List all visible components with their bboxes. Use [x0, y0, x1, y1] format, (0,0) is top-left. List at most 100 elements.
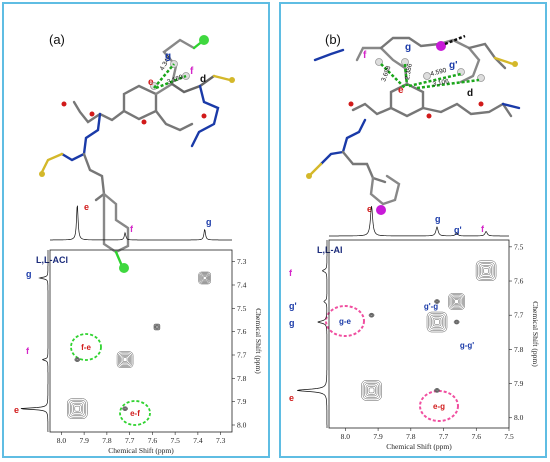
projection-spectrum-top — [329, 205, 509, 237]
contour-ring — [116, 351, 134, 368]
contour-ring — [361, 380, 382, 401]
y-tick-label: 7.9 — [237, 397, 247, 406]
contour-ring — [155, 325, 159, 329]
left-label-f-b: f — [289, 268, 293, 278]
diagonal-peak-1 — [116, 351, 134, 368]
contour-ring — [368, 387, 375, 394]
spectrum-1d-label-g-b: g — [435, 214, 441, 224]
contour-ring — [369, 313, 374, 317]
y-tick-label: 7.6 — [514, 277, 524, 286]
x-tick-label: 7.6 — [472, 432, 482, 441]
contour-ring — [431, 316, 443, 328]
contour-ring — [428, 313, 446, 331]
contour-ring — [434, 388, 440, 393]
x-tick-label: 7.6 — [148, 436, 158, 445]
projection-spectrum-left — [297, 240, 328, 428]
contour-ring — [435, 389, 439, 392]
contour-ring — [202, 276, 207, 280]
panel-label-b: (b) — [325, 32, 341, 47]
distance-label-b4: 3.106 — [432, 78, 450, 88]
diagonal-peak-0 — [67, 398, 88, 419]
contour-ring — [199, 272, 211, 284]
plot-frame — [49, 249, 233, 433]
y-tick-label: 7.6 — [237, 327, 247, 336]
contour-ring — [434, 388, 440, 393]
x-tick-label: 8.0 — [341, 432, 351, 441]
spectrum-1d-label-g: g — [206, 217, 212, 227]
panel-a: (a) — [2, 2, 270, 458]
contour-ring — [74, 405, 81, 412]
contour-ring — [71, 402, 84, 415]
spectrum-1d-label-f-b: f — [481, 224, 485, 234]
contour-ring — [123, 406, 128, 411]
y-axis-title: Chemical Shift (ppm) — [254, 308, 263, 374]
contour-ring — [75, 357, 80, 362]
contour-ring — [122, 406, 128, 411]
contour-ring — [454, 299, 459, 304]
contour-ring — [478, 263, 494, 279]
diagonal-peak-2 — [448, 293, 465, 310]
contour-ring — [455, 320, 458, 324]
atom-label-e-b: e — [398, 85, 404, 96]
contour-ring — [481, 266, 491, 276]
contour-ring — [480, 265, 492, 277]
cross-peak-g-gp — [453, 319, 460, 325]
contour-ring — [76, 358, 79, 361]
panel-b-figure: 3.698 2.386 4.590 3.106 g f e g' d e g g… — [289, 34, 540, 451]
contour-ring — [155, 326, 158, 328]
x-axis-title: Chemical Shift (ppm) — [386, 442, 452, 451]
contour-ring — [434, 388, 440, 393]
contour-ring — [436, 300, 438, 303]
atom-label-d-b: d — [467, 88, 473, 99]
contour-ring — [124, 407, 126, 410]
molecule-structure-b — [306, 36, 521, 215]
panel-a-figure: 4.348 3.189 g e f d e f g L,L-ACl g f e … — [14, 35, 263, 455]
y-tick-label: 7.8 — [514, 345, 524, 354]
y-tick-label: 7.7 — [514, 311, 524, 320]
contour-ring — [154, 324, 160, 330]
diagonal-peak-1 — [426, 311, 448, 333]
x-tick-label: 8.0 — [57, 436, 67, 445]
contour-ring — [434, 299, 440, 304]
x-tick-label: 7.8 — [406, 432, 416, 441]
contour-ring — [154, 324, 160, 330]
left-label-g-b: g — [289, 318, 295, 328]
contour-ring — [67, 398, 88, 419]
diagonal-peak-3 — [153, 323, 161, 331]
spectrum-1d-label-e: e — [84, 202, 89, 212]
contour-ring — [74, 357, 81, 362]
diagonal-peak-0 — [361, 380, 382, 401]
x-tick-label: 7.7 — [125, 436, 135, 445]
hbond-dashes-b1 — [380, 63, 406, 89]
contour-ring — [449, 294, 464, 309]
cross-peak-annotation-e-f: e-f — [130, 409, 140, 418]
contour-ring — [370, 314, 373, 317]
contour-ring — [448, 293, 465, 310]
compound-id-b: AI — [334, 245, 343, 255]
cross-peak-circle-f-e — [70, 333, 102, 361]
contour-ring — [369, 313, 374, 317]
spectrum-1d-label-g-prime-b: g' — [454, 225, 462, 235]
contour-ring — [123, 407, 127, 411]
compound-name-a: L,L-ACl — [36, 255, 68, 265]
contour-ring — [368, 312, 375, 318]
contour-ring — [153, 323, 161, 331]
left-label-e: e — [14, 405, 19, 415]
molecule-structure-a — [39, 35, 235, 273]
contour-ring — [362, 381, 381, 400]
contour-ring — [435, 389, 439, 392]
cross-peak-annotation-g-e: g-e — [339, 317, 352, 326]
contour-ring — [434, 299, 440, 304]
contour-ring — [453, 298, 461, 305]
contour-ring — [436, 389, 438, 392]
atom-label-d: d — [200, 74, 206, 85]
distance-label-b2: 2.386 — [404, 63, 414, 81]
x-tick-label: 7.9 — [373, 432, 383, 441]
contour-ring — [122, 357, 128, 362]
contour-ring — [475, 260, 497, 282]
y-axis-title: Chemical Shift (ppm) — [531, 301, 540, 367]
contour-ring — [434, 319, 440, 325]
x-tick-label: 7.3 — [216, 436, 226, 445]
